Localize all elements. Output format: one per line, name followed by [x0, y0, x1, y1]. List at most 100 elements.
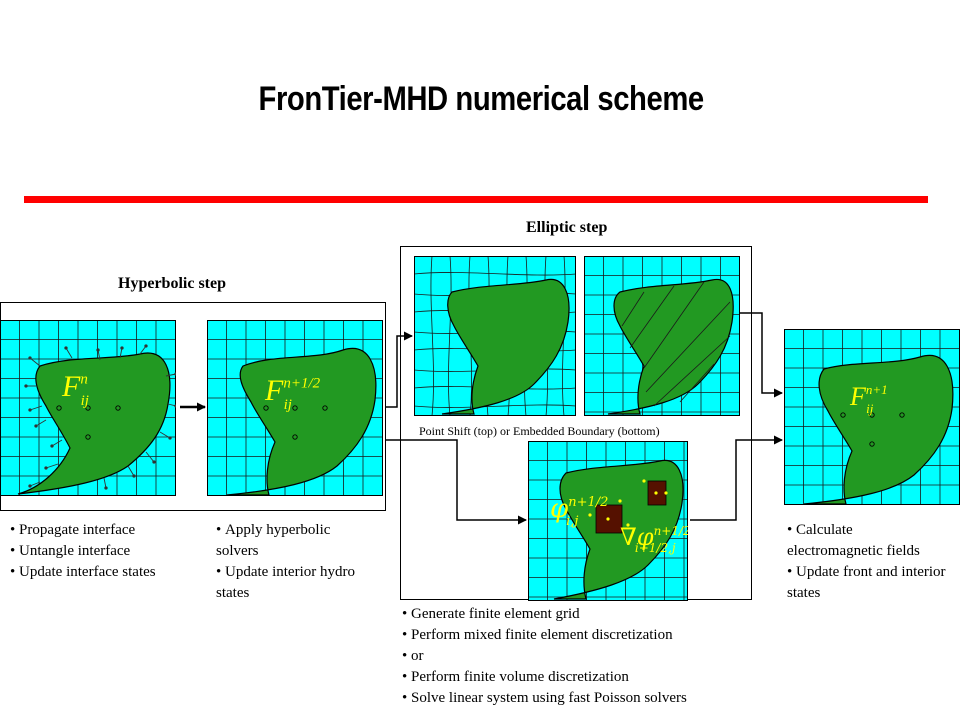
list-item: Generate finite element grid — [402, 604, 782, 625]
velocity-arrow-head — [174, 372, 176, 376]
grid-line — [430, 256, 434, 416]
grid-node-marker — [899, 412, 905, 418]
elliptic-bullets: Generate finite element grid Perform mix… — [402, 604, 782, 709]
velocity-arrow-head — [28, 408, 32, 412]
velocity-arrow-head — [168, 436, 172, 440]
list-item: Perform mixed finite element discretizat… — [402, 625, 782, 646]
page-title: FronTier-MHD numerical scheme — [258, 80, 705, 118]
velocity-arrow-head — [50, 444, 54, 448]
triangulation-line — [653, 335, 731, 407]
list-item: Apply hyperbolic solvers — [216, 520, 376, 562]
velocity-arrow-head — [24, 384, 28, 388]
velocity-arrow-head — [152, 460, 156, 464]
node-marker — [606, 517, 610, 521]
arrow-elliptic-top-to-final — [740, 312, 783, 398]
list-item: Solve linear system using fast Poisson s… — [402, 688, 782, 709]
velocity-arrow — [103, 477, 107, 489]
arrow-to-elliptic-bottom — [385, 439, 527, 525]
grid-panel — [414, 256, 576, 416]
grid-node-marker — [85, 405, 91, 411]
hyperbolic-bullets-right: Apply hyperbolic solvers Update interior… — [216, 520, 376, 604]
velocity-arrow-head — [120, 346, 124, 350]
velocity-arrow-head — [28, 356, 32, 360]
velocity-arrow — [65, 347, 73, 359]
triangulation-line — [645, 301, 731, 393]
velocity-arrow-head — [64, 346, 68, 350]
triangulation-line — [679, 363, 715, 403]
node-marker — [626, 523, 630, 527]
list-item: Perform finite volume discretization — [402, 667, 782, 688]
yellow-node-markers — [588, 479, 668, 527]
grid-node-marker — [56, 405, 62, 411]
grid-panel — [584, 256, 740, 416]
node-marker — [654, 491, 658, 495]
velocity-arrow — [139, 345, 147, 355]
list-item: Update interface states — [10, 562, 180, 583]
grid-node-marker — [85, 434, 91, 440]
hyperbolic-step-label: Hyperbolic step — [118, 275, 226, 292]
velocity-arrow — [29, 405, 43, 411]
velocity-arrow-head — [96, 348, 100, 352]
panel-border — [528, 441, 688, 601]
grid-node-marker — [292, 405, 298, 411]
elliptic-step-label: Elliptic step — [526, 219, 608, 236]
material-region — [803, 354, 954, 505]
elliptic-caption: Point Shift (top) or Embedded Boundary (… — [419, 424, 660, 438]
elliptic-panel-point-shift — [414, 256, 576, 416]
velocity-arrow — [29, 357, 41, 367]
list-item: Propagate interface — [10, 520, 180, 541]
panel-border — [207, 320, 383, 496]
arrow-to-elliptic-top — [385, 331, 413, 408]
grid-line — [448, 256, 452, 416]
node-marker — [642, 479, 646, 483]
velocity-arrow — [119, 347, 123, 359]
hyperbolic-bullets-left: Propagate interface Untangle interface U… — [10, 520, 180, 583]
grid-line — [414, 272, 576, 276]
velocity-arrow — [35, 419, 47, 427]
elliptic-panel-embedded-boundary — [584, 256, 740, 416]
interface-velocity-arrows — [24, 344, 176, 490]
arrow-elliptic-bottom-to-final — [690, 435, 783, 521]
material-region — [441, 278, 570, 415]
velocity-arrow — [97, 349, 101, 361]
node-marker — [588, 513, 592, 517]
final-bullets: Calculate electromagnetic fields Update … — [787, 520, 947, 604]
velocity-arrow-head — [44, 466, 48, 470]
velocity-arrow-head — [144, 344, 148, 348]
panel-border — [0, 320, 176, 496]
material-region — [226, 347, 377, 496]
velocity-arrow-head — [28, 484, 32, 488]
triangulation-line — [621, 291, 645, 327]
material-region — [607, 278, 734, 415]
velocity-arrow-head — [34, 424, 38, 428]
velocity-arrow — [51, 439, 63, 447]
velocity-arrow — [29, 481, 41, 487]
velocity-arrow — [45, 463, 59, 469]
list-item: or — [402, 646, 782, 667]
velocity-arrow — [159, 431, 171, 439]
velocity-arrow-head — [132, 474, 136, 478]
grid-node-marker — [869, 412, 875, 418]
panel-border — [584, 256, 740, 416]
velocity-arrow-head — [104, 486, 108, 490]
list-item: Calculate electromagnetic fields — [787, 520, 947, 562]
node-marker — [618, 499, 622, 503]
triangulation-lines — [621, 281, 731, 407]
title-divider — [24, 196, 928, 203]
triangulation-line — [629, 285, 675, 349]
grid-node-marker — [115, 405, 121, 411]
grid-node-marker — [263, 405, 269, 411]
list-item: Update front and interior states — [787, 562, 947, 604]
list-item: Update interior hydro states — [216, 562, 376, 604]
node-marker — [664, 491, 668, 495]
